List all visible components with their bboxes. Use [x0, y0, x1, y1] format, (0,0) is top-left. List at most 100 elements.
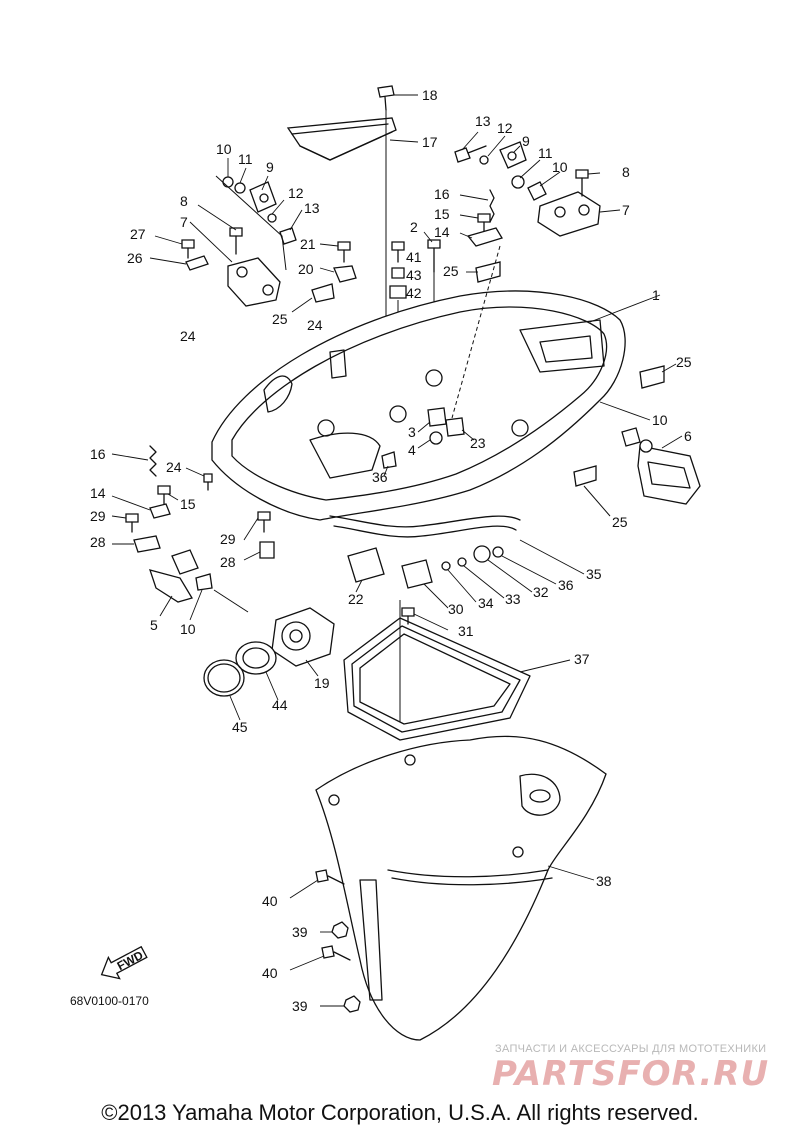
callout: 5	[150, 617, 158, 633]
callout: 8	[180, 193, 188, 209]
callout: 38	[596, 873, 612, 889]
part-37-seal	[343, 617, 531, 741]
callout: 32	[533, 584, 549, 600]
callout: 39	[292, 998, 308, 1014]
part-25-right-bumper	[639, 365, 665, 389]
callout: 19	[314, 675, 330, 691]
part-26-plate	[185, 255, 209, 271]
part-40-bolt-lower	[321, 945, 351, 961]
part-10-side-grommet	[621, 427, 641, 447]
part-28-plate-left	[133, 535, 161, 553]
part-6-bracket	[637, 439, 701, 505]
part-8-right-bolt	[575, 169, 589, 197]
callout: 8	[622, 164, 630, 180]
part-10-lower-grommet	[195, 573, 213, 591]
callout: 13	[304, 200, 320, 216]
part-20-clip	[333, 265, 357, 283]
callout: 24	[166, 459, 182, 475]
callout: 25	[612, 514, 628, 530]
callout: 11	[238, 151, 253, 167]
part-17-seal	[286, 117, 397, 161]
callout: 9	[522, 133, 530, 149]
part-34-washer	[441, 561, 451, 571]
callout: 45	[232, 719, 248, 735]
part-44-sleeve	[235, 641, 277, 675]
part-9-right-latch	[499, 141, 527, 169]
callout: 42	[406, 285, 422, 301]
callout: 33	[505, 591, 521, 607]
part-3-grommet	[427, 407, 447, 427]
callout-labels: 18 17 13 12 9 11 10 8 7 16 15 14 2 41 43…	[90, 87, 692, 1014]
part-28-plate-center	[259, 541, 275, 559]
part-7-right-bracket	[537, 191, 601, 237]
part-24-screw-left	[203, 473, 213, 491]
callout: 28	[90, 534, 106, 550]
callout: 29	[220, 531, 236, 547]
callout: 37	[574, 651, 590, 667]
callout: 12	[288, 185, 304, 201]
callout: 14	[90, 485, 106, 501]
watermark-logo: PARTSFOR.RU	[492, 1054, 770, 1094]
part-33-washer	[457, 557, 467, 567]
part-35-hose	[329, 515, 521, 528]
part-1-bottom-cowling	[211, 290, 626, 521]
part-39-nut-lower	[343, 995, 361, 1013]
callout: 28	[220, 554, 236, 570]
callout: 25	[272, 311, 288, 327]
part-5-lever	[149, 549, 199, 603]
part-15-left-bolt	[157, 485, 171, 505]
callout: 20	[298, 261, 314, 277]
callout: 39	[292, 924, 308, 940]
part-10-left-grommet	[222, 176, 234, 188]
callout: 3	[408, 424, 416, 440]
callout: 10	[652, 412, 668, 428]
callout: 2	[410, 219, 418, 235]
part-4-collar	[429, 431, 443, 445]
callout: 36	[372, 469, 388, 485]
callout: 21	[300, 236, 316, 252]
callout: 26	[127, 250, 143, 266]
part-14-left-plate	[149, 503, 171, 519]
callout: 13	[475, 113, 491, 129]
callout: 25	[443, 263, 459, 279]
callout: 10	[552, 159, 568, 175]
part-43-collar	[391, 267, 405, 279]
part-41-bolt	[391, 241, 405, 263]
callout: 40	[262, 893, 278, 909]
callout: 15	[434, 206, 450, 222]
callout: 16	[434, 186, 450, 202]
part-21-bolt	[337, 241, 351, 263]
part-16-left-spring	[149, 445, 157, 477]
callout: 23	[470, 435, 486, 451]
callout: 41	[406, 249, 422, 265]
part-25-lower-right-bumper	[573, 465, 597, 487]
part-31-screw	[401, 607, 415, 625]
callout: 9	[266, 159, 274, 175]
callout: 7	[180, 214, 188, 230]
part-25-upper-center-bumper	[475, 261, 501, 283]
part-16-right-spring	[489, 189, 495, 223]
callout: 16	[90, 446, 106, 462]
callout: 17	[422, 134, 438, 150]
part-32-nut	[473, 545, 491, 563]
part-36-clamp	[381, 451, 397, 469]
callout: 44	[272, 697, 288, 713]
part-42-grommet	[389, 285, 407, 299]
copyright-notice: ©2013 Yamaha Motor Corporation, U.S.A. A…	[101, 1100, 699, 1125]
part-15-right-bolt	[477, 213, 491, 233]
callout: 27	[130, 226, 146, 242]
part-2-bolt	[427, 239, 441, 273]
callout: 22	[348, 591, 364, 607]
part-30-joint	[401, 559, 433, 589]
callout: 40	[262, 965, 278, 981]
callout: 10	[180, 621, 196, 637]
part-7-left-bracket	[227, 257, 281, 307]
callout: 24	[307, 317, 323, 333]
callout: 18	[422, 87, 438, 103]
callout: 29	[90, 508, 106, 524]
callout: 14	[434, 224, 450, 240]
part-12-right-washer	[479, 155, 489, 165]
callout: 11	[538, 145, 553, 161]
callout: 25	[676, 354, 692, 370]
